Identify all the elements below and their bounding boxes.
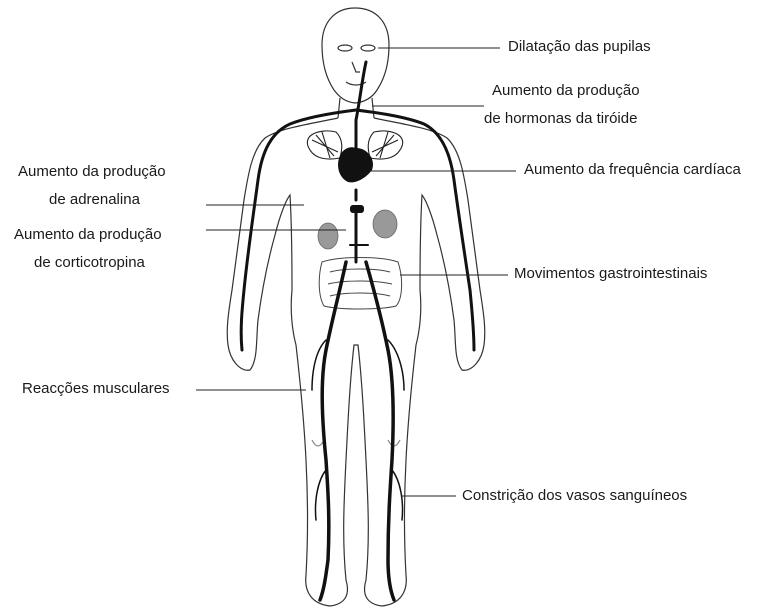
label-pupil-dilation: Dilatação das pupilas	[508, 37, 651, 57]
label-thyroid-line1: Aumento da produção	[492, 81, 640, 101]
label-corticotropin-line2: de corticotropina	[34, 253, 145, 273]
nervous-system	[241, 62, 474, 600]
heart	[338, 147, 373, 182]
label-corticotropin-line1: Aumento da produção	[14, 225, 162, 245]
organs	[338, 147, 373, 213]
label-muscle-reactions: Reacções musculares	[22, 379, 170, 399]
label-heart-rate: Aumento da frequência cardíaca	[524, 160, 741, 180]
head-outline	[322, 8, 389, 103]
label-adrenaline-line1: Aumento da produção	[18, 162, 166, 182]
left-eye	[338, 45, 352, 51]
label-thyroid-line2: de hormonas da tiróide	[484, 109, 637, 129]
label-adrenaline-line2: de adrenalina	[49, 190, 140, 210]
label-gastrointestinal: Movimentos gastrointestinais	[514, 264, 707, 284]
right-eye	[361, 45, 375, 51]
label-vessel-constriction: Constrição dos vasos sanguíneos	[462, 486, 687, 506]
intestines	[319, 258, 401, 310]
